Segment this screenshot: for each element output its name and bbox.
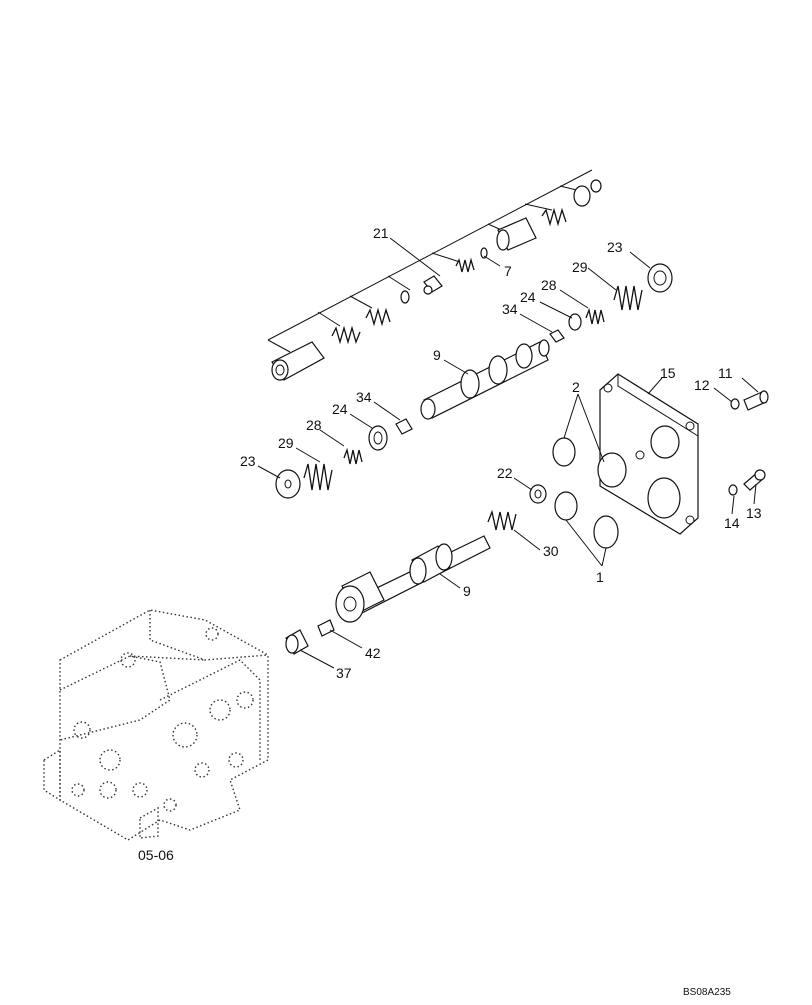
callout-28-left: 28 xyxy=(306,417,322,433)
callout-30: 30 xyxy=(543,543,559,559)
callout-28-right: 28 xyxy=(541,277,557,293)
upper-spring-d xyxy=(541,207,567,227)
valve-housing-reference xyxy=(43,609,269,841)
figure-code: BS08A235 xyxy=(683,987,731,998)
callout-14: 14 xyxy=(724,515,740,531)
callout-1: 1 xyxy=(596,569,604,585)
spring-28-left xyxy=(343,447,363,465)
callout-34-right: 34 xyxy=(502,301,518,317)
washer-12 xyxy=(730,398,740,410)
plug-34-left xyxy=(395,418,413,435)
spring-28-right xyxy=(585,307,605,325)
upper-spring-a xyxy=(331,325,361,345)
plug-22 xyxy=(529,484,547,504)
callout-23-left: 23 xyxy=(240,453,256,469)
spool-9-lower xyxy=(335,535,491,623)
washer-14 xyxy=(728,484,738,496)
upper-o-ring xyxy=(400,290,410,304)
plug-34-right xyxy=(549,329,565,343)
callout-24-right: 24 xyxy=(520,289,536,305)
o-ring-7 xyxy=(480,247,488,259)
left-spring-group xyxy=(275,418,413,499)
seat-24-right xyxy=(568,313,582,331)
upper-cap xyxy=(573,179,602,207)
plug-42 xyxy=(317,619,335,637)
retainer-23-right xyxy=(647,263,673,293)
callout-23-right: 23 xyxy=(607,239,623,255)
callout-15: 15 xyxy=(660,365,676,381)
callout-9-upper: 9 xyxy=(433,347,441,363)
callout-9-lower: 9 xyxy=(463,583,471,599)
plug-37 xyxy=(285,629,309,655)
cover-15 xyxy=(597,373,699,535)
callout-7: 7 xyxy=(504,263,512,279)
callout-21: 21 xyxy=(373,225,389,241)
seat-24-left xyxy=(368,425,388,451)
upper-screw-21 xyxy=(423,275,443,295)
callout-22: 22 xyxy=(497,465,513,481)
callout-29-right: 29 xyxy=(572,259,588,275)
right-spring-group xyxy=(549,263,673,343)
upper-piston xyxy=(271,341,325,381)
upper-spring-c xyxy=(455,257,475,273)
spool-9-upper xyxy=(420,339,550,420)
callout-24-left: 24 xyxy=(332,401,348,417)
retainer-23-left xyxy=(275,469,301,499)
reference-label: 05-06 xyxy=(138,847,174,863)
leader-lines xyxy=(257,237,759,669)
callout-42: 42 xyxy=(365,645,381,661)
bolt-11 xyxy=(743,390,769,411)
spring-29-left xyxy=(303,463,333,491)
bolt-13 xyxy=(743,469,766,491)
upper-spring-b xyxy=(365,307,391,327)
spring-30 xyxy=(487,509,517,531)
callout-34-left: 34 xyxy=(356,389,372,405)
callout-29-left: 29 xyxy=(278,435,294,451)
callout-13: 13 xyxy=(746,505,762,521)
callout-12: 12 xyxy=(694,377,710,393)
callout-labels: 21 7 23 29 28 24 34 9 34 24 28 29 23 2 1… xyxy=(138,225,762,998)
spring-29-right xyxy=(613,285,643,311)
upper-sleeve xyxy=(496,217,537,251)
callout-2: 2 xyxy=(572,379,580,395)
callout-11: 11 xyxy=(718,365,733,381)
callout-37: 37 xyxy=(336,665,352,681)
upper-assembly xyxy=(267,169,602,381)
